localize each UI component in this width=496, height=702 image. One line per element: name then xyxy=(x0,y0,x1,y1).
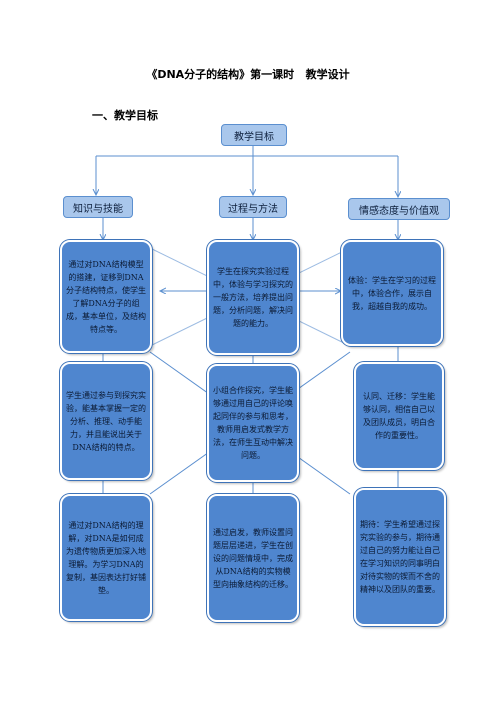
column-header-process: 过程与方法 xyxy=(219,196,287,218)
process-box-2: 小组合作探究，学生能够通过用自己的评论唤起同伴的参与和思考，教师用启发式教学方法… xyxy=(207,364,299,482)
attitude-box-1: 体验：学生在学习的过程中，体验合作，展示自我，超越自我的成功。 xyxy=(341,240,443,346)
attitude-box-3: 期待：学生希望通过探究实验的参与，期待通过自己的努力能让自己在学习知识的同事明白… xyxy=(354,488,446,626)
column-header-attitude: 情感态度与价值观 xyxy=(348,198,450,220)
process-box-3: 通过启发，教师设置问题层层递进，学生在创设的问题情境中，完成从DNA结构的实物模… xyxy=(207,494,299,622)
column-header-knowledge: 知识与技能 xyxy=(63,196,133,218)
process-box-1: 学生在探究实验过程中，体验与学习探究的一般方法，培养提出问题，分析问题，解决问题… xyxy=(207,240,299,355)
knowledge-box-2: 学生通过参与到探究实验，能基本掌握一定的分析、推理、动手能力，并且能说出关于DN… xyxy=(60,362,152,480)
root-node: 教学目标 xyxy=(221,124,287,146)
knowledge-box-3: 通过对DNA结构的理解，对DNA是如何成为遗传物质更加深入地理解。为学习DNA的… xyxy=(60,494,152,621)
document-title: 《DNA分子的结构》第一课时 教学设计 xyxy=(146,68,350,81)
attitude-box-2: 认同、迁移：学生能够认同，相信自己以及团队成员，明白合作的重要性。 xyxy=(354,362,444,470)
knowledge-box-1: 通过对DNA结构模型的搭建，证移到DNA分子结构特点，使学生了解DNA分子的组成… xyxy=(60,240,152,353)
section-heading: 一、教学目标 xyxy=(92,109,158,122)
